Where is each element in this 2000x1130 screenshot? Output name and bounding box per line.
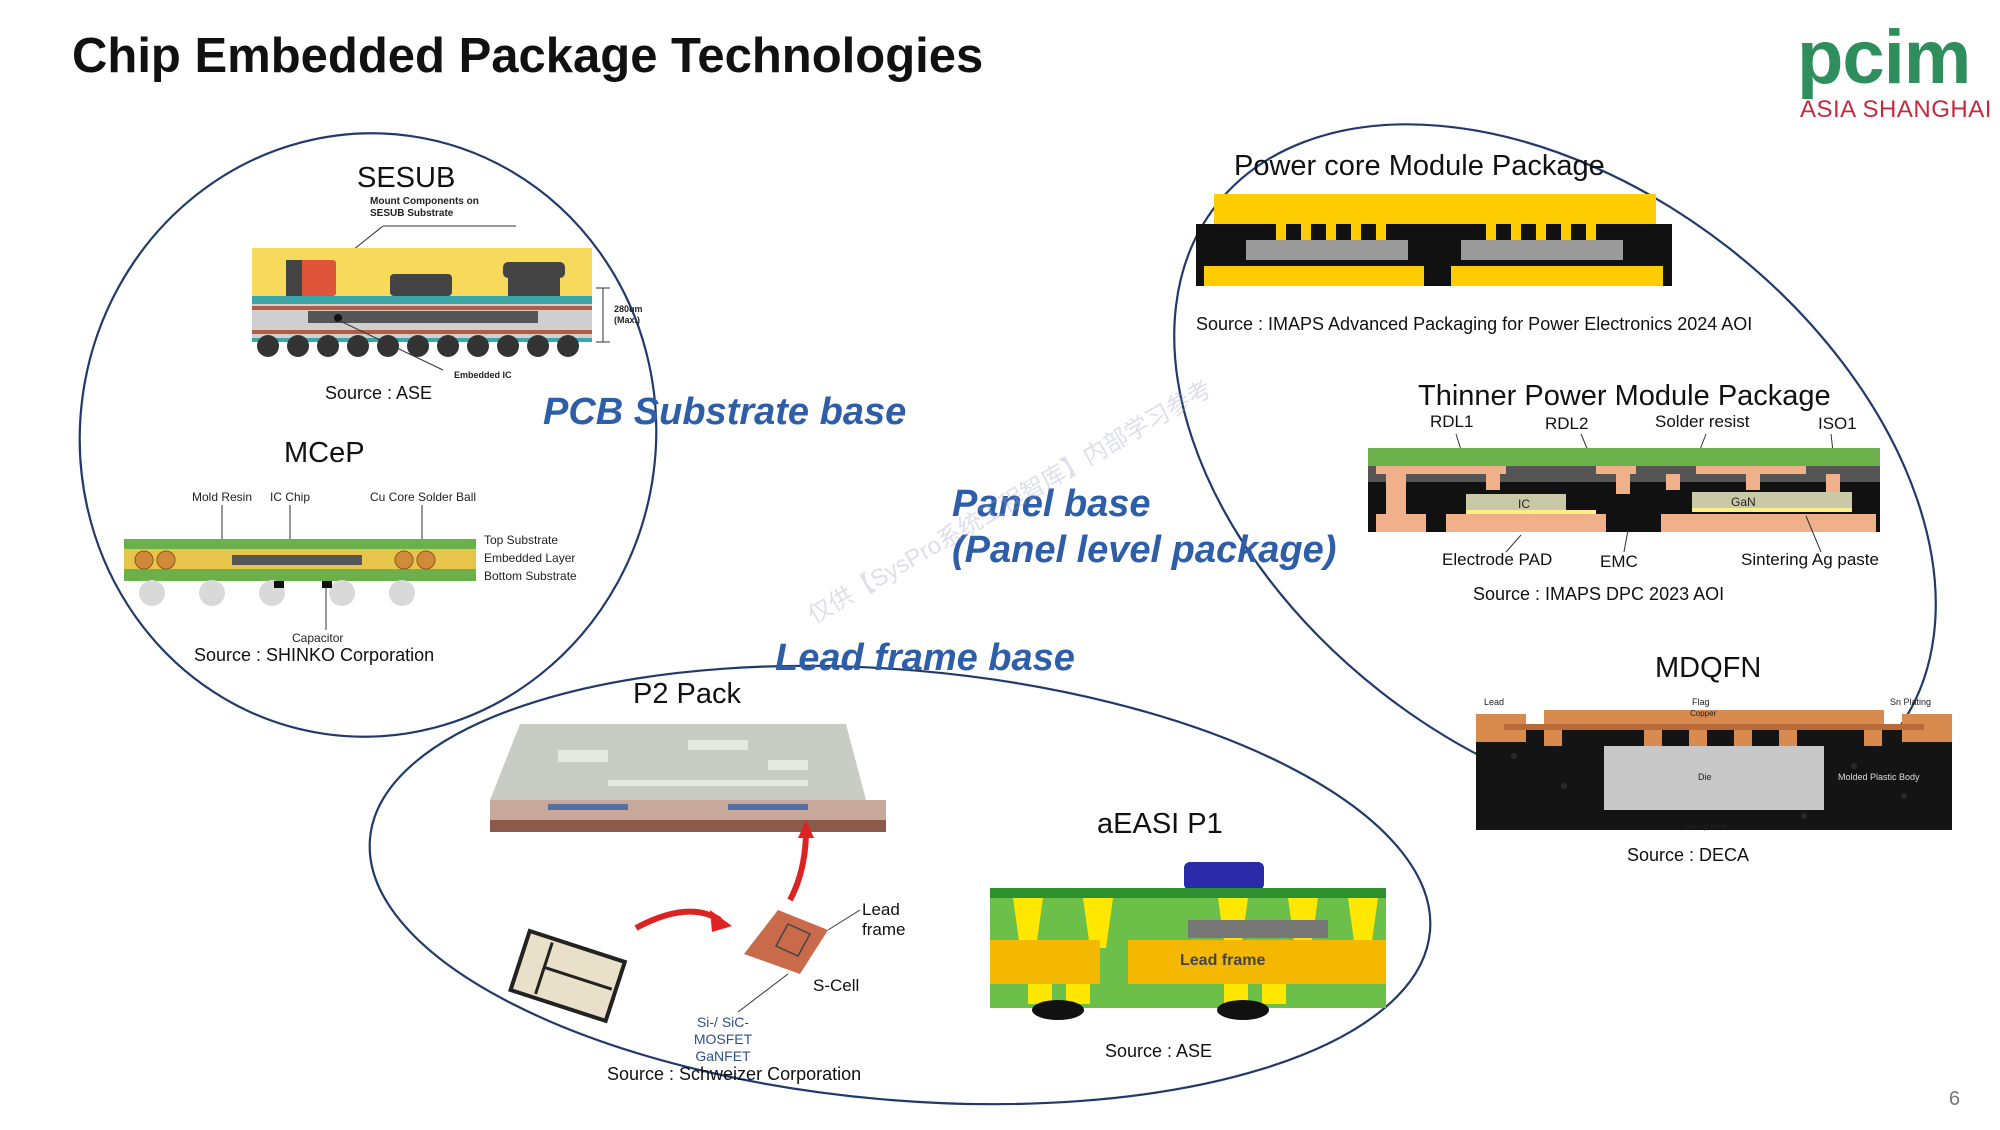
mdqfn-title: MDQFN [1655,652,1762,684]
aeasi-diagram [990,862,1386,1020]
slide-title: Chip Embedded Package Technologies [72,29,984,83]
aeasi-lead-frame-label: Lead frame [1180,952,1266,969]
thinner-label-iso1: ISO1 [1818,414,1857,433]
mcep-layer-embedded: Embedded Layer [484,551,576,565]
category-pcb-substrate: PCB Substrate base [543,391,907,433]
sesub-callout-bottom: Embedded IC [454,370,512,380]
thinner-label-rdl2: RDL2 [1545,414,1589,433]
mcep-label-ic-chip: IC Chip [270,490,311,504]
mdqfn-label-copper: Copper [1690,709,1717,718]
mcep-layer-bottom: Bottom Substrate [484,569,577,583]
p2pack-scell-label: S-Cell [813,976,860,995]
p2pack-source: Source : Schweizer Corporation [607,1064,862,1084]
mdqfn-label-flag: Flag [1692,697,1710,707]
category-lead-frame: Lead frame base [775,637,1075,679]
mdqfn-source: Source : DECA [1627,845,1750,865]
thinner-label-electrode-pad: Electrode PAD [1442,550,1553,569]
sesub-source: Source : ASE [325,383,433,403]
thinner-chip-ic: IC [1518,497,1530,511]
mdqfn-label-molded-body: Molded Plastic Body [1838,772,1920,782]
mcep-label-cu-core: Cu Core Solder Ball [370,490,477,504]
power-core-source: Source : IMAPS Advanced Packaging for Po… [1196,314,1753,334]
thinner-label-sintering: Sintering Ag paste [1741,550,1879,569]
thinner-label-rdl1: RDL1 [1430,412,1474,431]
thinner-label-solder-resist: Solder resist [1655,412,1750,431]
thinner-chip-gan: GaN [1731,495,1756,509]
p2pack-diagram [490,724,886,1024]
sesub-callout-top: Mount Components on SESUB Substrate [370,196,479,219]
mdqfn-diagram [1476,710,1952,830]
category-panel-base: Panel base (Panel level package) [952,482,1336,573]
mcep-source: Source : SHINKO Corporation [194,645,435,665]
pcim-logo-subtitle: ASIA SHANGHAI [1800,96,1992,123]
aeasi-source: Source : ASE [1105,1041,1213,1061]
p2pack-chip-types: Si-/ SiC-MOSFET GaNFET [693,1014,753,1064]
aeasi-title: aEASI P1 [1097,808,1223,840]
thinner-source: Source : IMAPS DPC 2023 AOI [1473,584,1725,604]
sesub-dimension: 280um (Max.) [614,304,643,325]
p2pack-title: P2 Pack [633,678,741,710]
mcep-capacitor-label: Capacitor [292,631,344,645]
thinner-title: Thinner Power Module Package [1418,380,1831,412]
mcep-layer-top: Top Substrate [484,533,559,547]
pcim-logo: pcim [1797,15,1971,100]
p2pack-lead-frame-label: Lead frame [862,900,906,939]
sesub-diagram [252,225,610,371]
page-number: 6 [1948,1088,1960,1110]
category-panel-line2: (Panel level package) [952,528,1337,571]
category-panel-line1: Panel base [952,483,1151,525]
thinner-label-emc: EMC [1600,552,1638,571]
thinner-diagram [1368,433,1880,553]
sesub-title: SESUB [357,162,456,194]
power-core-diagram [1196,194,1672,286]
mcep-diagram [124,505,476,630]
mcep-label-mold-resin: Mold Resin [192,490,253,504]
mdqfn-label-die: Die [1698,772,1712,782]
pcb-group-ellipse [78,132,658,738]
mdqfn-label-lead: Lead [1484,697,1505,707]
mdqfn-label-die-up-view: Die up view [1685,822,1727,831]
mdqfn-label-sn-plating: Sn Plating [1890,697,1932,707]
leadframe-group-ellipse [368,664,1432,1106]
power-core-title: Power core Module Package [1234,150,1605,182]
mcep-title: MCeP [284,437,365,469]
